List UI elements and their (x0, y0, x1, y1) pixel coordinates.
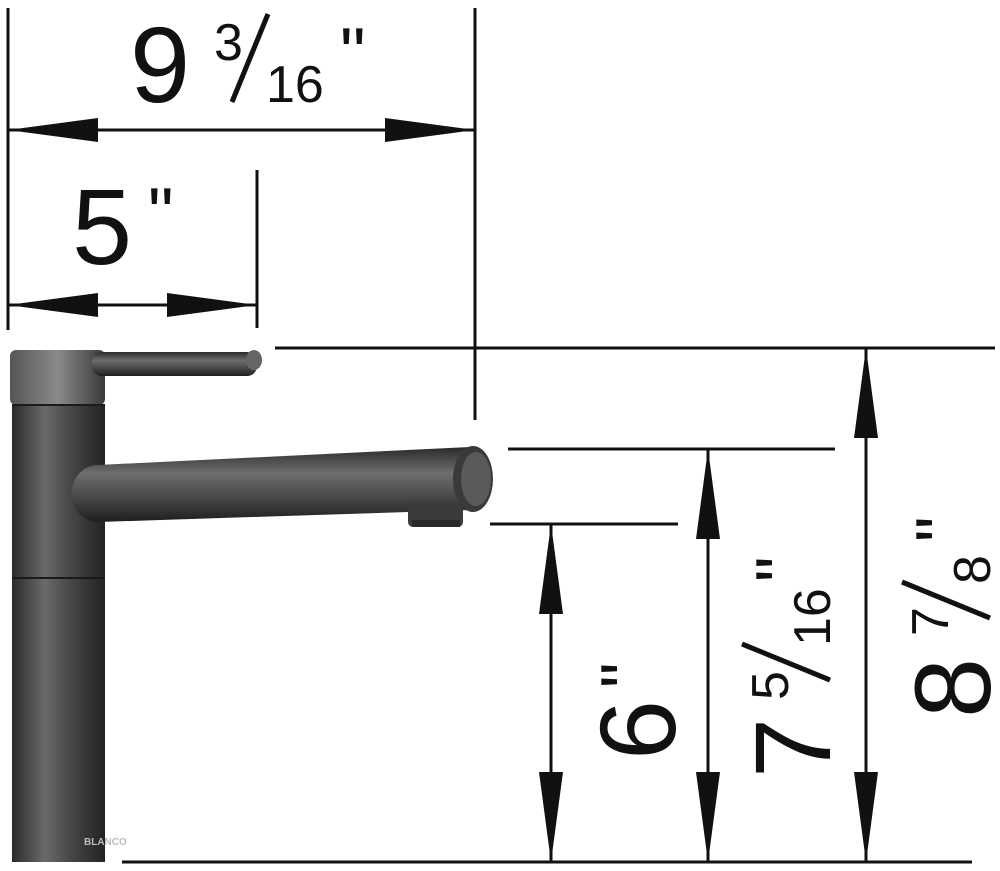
spout-height-unit: " (742, 556, 822, 582)
arrowhead-right (167, 293, 257, 317)
label-overall-width: 9 3 16 " (130, 4, 366, 125)
brand-logo: BLANCO (84, 837, 127, 848)
faucet-body-lower (12, 578, 105, 862)
arrowhead-left (8, 118, 98, 142)
arrowhead-up (696, 449, 720, 539)
spout (71, 447, 471, 522)
arrowhead-left (8, 293, 98, 317)
overall-height-whole: 8 (892, 658, 1000, 718)
dimension-lines (6, 8, 995, 864)
fraction-slash (901, 579, 991, 621)
handle-base (10, 350, 105, 405)
arrowhead-up (854, 348, 878, 438)
overall-height-denominator: 8 (944, 555, 1000, 584)
fraction-slash (741, 641, 831, 683)
handle-lever (92, 352, 257, 376)
label-spout-height: 7 5 16 " (732, 556, 853, 778)
arrowhead-down (696, 772, 720, 862)
label-overall-height: 8 7 8 " (892, 516, 1000, 718)
arrowhead-up (539, 524, 563, 614)
overall-height-numerator: 7 (902, 607, 960, 636)
spout-clearance-whole: 6 (577, 700, 698, 760)
arrowhead-down (539, 772, 563, 862)
spout-height-denominator: 16 (784, 588, 842, 646)
spout-height-whole: 7 (732, 718, 853, 778)
overall-width-unit: " (340, 14, 366, 94)
label-handle-width: 5 " (72, 166, 174, 287)
arrowhead-down (854, 772, 878, 862)
overall-width-whole: 9 (130, 4, 190, 125)
overall-width-denominator: 16 (266, 56, 324, 114)
fraction-slash (229, 13, 271, 103)
spout-clearance-unit: " (587, 662, 667, 688)
overall-height-unit: " (902, 516, 982, 542)
overall-width-numerator: 3 (214, 14, 243, 72)
handle-width-whole: 5 (72, 166, 132, 287)
spout-height-numerator: 5 (742, 671, 800, 700)
label-spout-clearance: 6 " (577, 662, 698, 760)
handle-width-unit: " (148, 174, 174, 254)
faucet-illustration: BLANCO (10, 350, 493, 862)
arrowhead-right (385, 118, 475, 142)
